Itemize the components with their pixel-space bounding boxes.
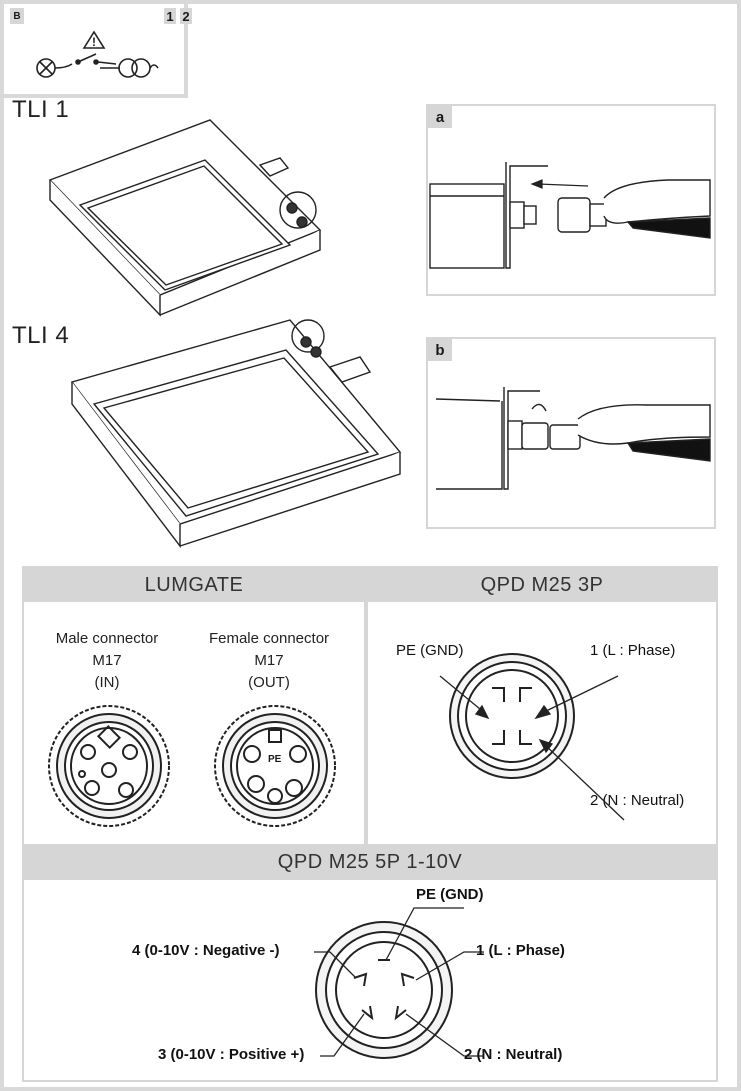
step-b-illustration — [435, 387, 711, 490]
step-b-panel: b — [426, 337, 716, 529]
wiring-box-tag: B — [10, 8, 24, 24]
qpd-5p-phase-label: 1 (L : Phase) — [476, 942, 565, 959]
qpd-3p-header: QPD M25 3P — [368, 568, 716, 602]
warning-icon — [82, 30, 106, 49]
qpd-5p-pe-label: PE (GND) — [416, 886, 484, 903]
qpd-3p-diagram — [439, 653, 625, 821]
male-connector-size: M17 — [92, 652, 122, 669]
qpd-5p-neutral-label: 2 (N : Neutral) — [464, 1046, 563, 1063]
tli1-fixture-drawing — [48, 119, 322, 317]
male-connector-label: Male connector M17 (IN) — [42, 628, 172, 694]
step-1-tag: 1 — [164, 8, 176, 24]
tli4-fixture-drawing — [70, 319, 402, 549]
qpd-3p-phase-label: 1 (L : Phase) — [590, 642, 676, 659]
male-connector-direction: (IN) — [94, 674, 120, 691]
step-2-tag: 2 — [180, 8, 192, 24]
transformer-icon — [118, 58, 138, 78]
svg-text:!: ! — [92, 35, 96, 49]
qpd-3p-neutral-label: 2 (N : Neutral) — [590, 792, 685, 809]
female-connector-size: M17 — [254, 652, 284, 669]
step-a-panel: a — [426, 104, 716, 296]
qpd-5p-header: QPD M25 5P 1-10V — [24, 844, 716, 880]
female-connector-direction: (OUT) — [248, 674, 290, 691]
lumgate-header: LUMGATE — [24, 568, 364, 602]
step-a-illustration — [429, 162, 711, 269]
qpd-5p-negative-label: 4 (0-10V : Negative -) — [132, 942, 280, 959]
qpd-5p-diagram — [314, 907, 484, 1059]
wiring-schematic: ! — [36, 30, 159, 78]
male-connector-name: Male connector — [55, 630, 159, 647]
female-connector-diagram — [214, 705, 336, 827]
female-connector-label: Female connector M17 (OUT) — [194, 628, 344, 694]
step-b-tag: b — [428, 339, 452, 361]
connector-table: LUMGATE QPD M25 3P QPD M25 5P 1-10V Male… — [22, 566, 718, 1082]
male-connector-diagram — [48, 705, 170, 827]
female-pe-label: PE — [268, 754, 282, 765]
wiring-symbol-box: B 1 2 ! — [4, 4, 192, 98]
step-a-tag: a — [428, 106, 452, 128]
model-title-tli1: TLI 1 — [12, 96, 70, 123]
qpd-3p-pe-label: PE (GND) — [396, 642, 464, 659]
qpd-5p-positive-label: 3 (0-10V : Positive +) — [158, 1046, 305, 1063]
female-connector-name: Female connector — [208, 630, 330, 647]
column-divider — [364, 568, 368, 844]
switch-icon — [77, 53, 97, 63]
model-title-tli4: TLI 4 — [12, 322, 70, 349]
